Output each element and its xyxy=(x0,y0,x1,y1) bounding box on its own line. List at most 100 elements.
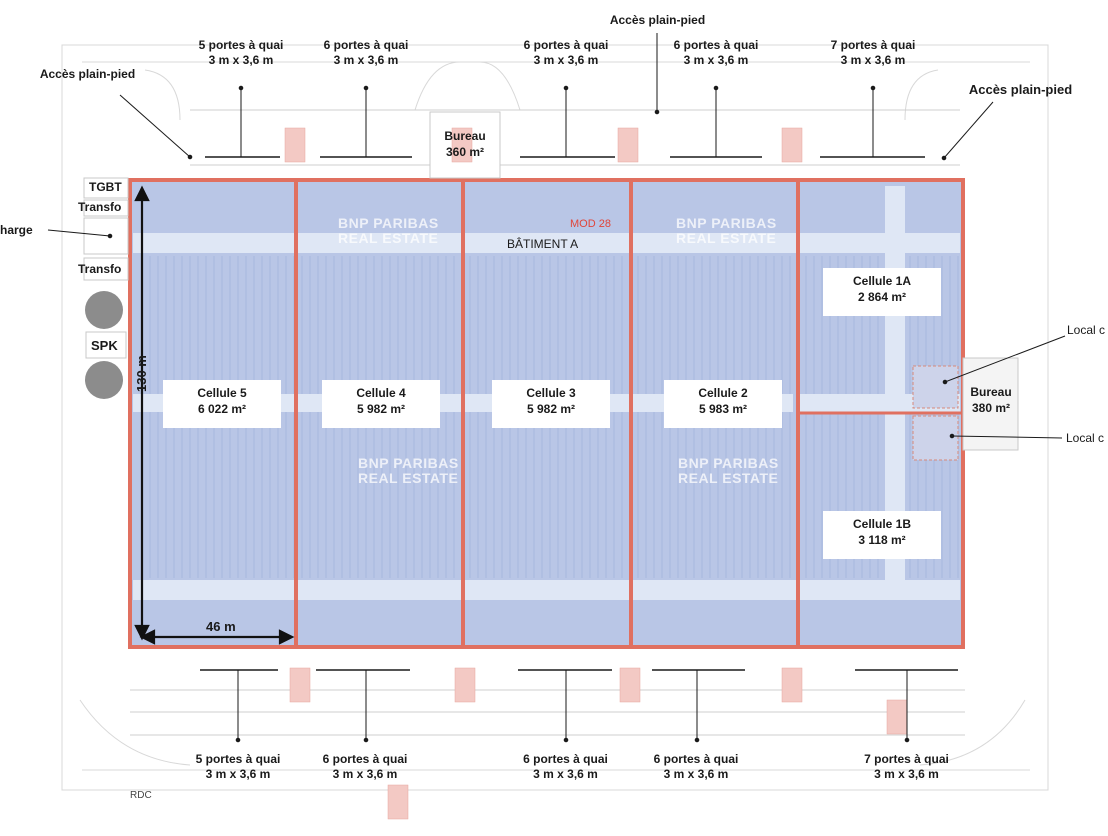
watermark-line-1: BNP PARIBAS xyxy=(676,215,777,231)
dimension-width: 46 m xyxy=(206,619,236,634)
dock-count: 6 portes à quai xyxy=(673,38,759,52)
mod-label: MOD 28 xyxy=(570,218,611,230)
building-name: BÂTIMENT A xyxy=(507,237,579,251)
technical-area xyxy=(83,177,129,359)
dock-label-bottom-5: 7 portes à quai 3 m x 3,6 m xyxy=(844,752,969,782)
dock-label-bottom-4: 6 portes à quai 3 m x 3,6 m xyxy=(636,752,756,782)
watermark-3: BNP PARIBAS REAL ESTATE xyxy=(358,456,459,486)
spk-label: SPK xyxy=(91,338,118,353)
dock-mark xyxy=(284,127,306,163)
dock-size: 3 m x 3,6 m xyxy=(205,767,271,781)
cell-area: 6 022 m² xyxy=(197,402,247,416)
dock-label-bottom-1: 5 portes à quai 3 m x 3,6 m xyxy=(178,752,298,782)
dock-label-top-3: 6 portes à quai 3 m x 3,6 m xyxy=(506,38,626,68)
local-room-1 xyxy=(912,365,959,409)
cell-3: Cellule 3 5 982 m² xyxy=(492,380,610,428)
cell-area: 5 982 m² xyxy=(526,402,576,416)
office-right: Bureau 380 m² xyxy=(964,384,1018,416)
tank-1 xyxy=(85,291,123,329)
cell-1a: Cellule 1A 2 864 m² xyxy=(823,268,941,316)
dock-mark xyxy=(454,667,476,703)
dock-mark xyxy=(617,127,639,163)
dock-count: 6 portes à quai xyxy=(523,752,608,766)
dock-mark xyxy=(387,784,409,820)
dock-mark xyxy=(289,667,311,703)
office-area: 360 m² xyxy=(445,145,485,159)
dock-mark xyxy=(781,127,803,163)
watermark-line-1: BNP PARIBAS xyxy=(358,455,459,471)
cell-4: Cellule 4 5 982 m² xyxy=(322,380,440,428)
dimension-height: 130 m xyxy=(134,355,149,392)
cell-area: 2 864 m² xyxy=(857,290,907,304)
cell-name: Cellule 2 xyxy=(698,386,748,400)
site-outline xyxy=(61,44,1049,791)
cross-aisles xyxy=(133,186,960,600)
dock-size: 3 m x 3,6 m xyxy=(533,53,599,67)
cell-area: 5 982 m² xyxy=(356,402,406,416)
transfo-label-1: Transfo xyxy=(78,200,122,214)
dock-size: 3 m x 3,6 m xyxy=(840,53,906,67)
tgbt-label: TGBT xyxy=(89,180,122,194)
transfo-label-2: Transfo xyxy=(78,262,122,276)
dock-size: 3 m x 3,6 m xyxy=(683,53,749,67)
dock-label-bottom-3: 6 portes à quai 3 m x 3,6 m xyxy=(503,752,628,782)
cell-area: 3 118 m² xyxy=(858,533,906,547)
leader-lines xyxy=(47,33,1066,743)
cell-5: Cellule 5 6 022 m² xyxy=(163,380,281,428)
dock-count: 5 portes à quai xyxy=(195,752,281,766)
dock-size: 3 m x 3,6 m xyxy=(663,767,729,781)
local-label-2: Local c xyxy=(1066,431,1105,445)
dock-size: 3 m x 3,6 m xyxy=(874,767,939,781)
cell-name: Cellule 3 xyxy=(526,386,576,400)
dock-count: 6 portes à quai xyxy=(523,38,609,52)
watermark-line-2: REAL ESTATE xyxy=(676,230,777,246)
cell-1b: Cellule 1B 3 118 m² xyxy=(823,511,941,559)
watermark-line-2: REAL ESTATE xyxy=(358,470,459,486)
local-label-1: Local c xyxy=(1067,323,1106,337)
dock-label-top-2: 6 portes à quai 3 m x 3,6 m xyxy=(306,38,426,68)
watermark-1: BNP PARIBAS REAL ESTATE xyxy=(338,216,439,246)
dock-size: 3 m x 3,6 m xyxy=(208,53,274,67)
watermark-4: BNP PARIBAS REAL ESTATE xyxy=(678,456,779,486)
cell-name: Cellule 1B xyxy=(852,517,912,531)
office-name: Bureau xyxy=(970,385,1012,399)
dock-count: 7 portes à quai xyxy=(864,752,949,766)
cell-name: Cellule 1A xyxy=(852,274,912,288)
dock-mark xyxy=(886,699,908,735)
cell-2: Cellule 2 5 983 m² xyxy=(664,380,782,428)
office-top: Bureau 360 m² xyxy=(432,128,498,160)
dock-size: 3 m x 3,6 m xyxy=(533,767,598,781)
watermark-line-1: BNP PARIBAS xyxy=(678,455,779,471)
apron-top xyxy=(130,109,965,736)
office-area: 380 m² xyxy=(971,401,1011,415)
access-left-label: Accès plain-pied xyxy=(39,67,136,81)
dock-count: 7 portes à quai xyxy=(830,38,916,52)
watermark-2: BNP PARIBAS REAL ESTATE xyxy=(676,216,777,246)
dock-count: 5 portes à quai xyxy=(198,38,284,52)
cell-area: 5 983 m² xyxy=(698,402,748,416)
dock-mark xyxy=(451,127,473,163)
cell-name: Cellule 4 xyxy=(356,386,406,400)
watermark-line-1: BNP PARIBAS xyxy=(338,215,439,231)
dock-mark xyxy=(619,667,641,703)
cell-name: Cellule 5 xyxy=(197,386,247,400)
dock-count: 6 portes à quai xyxy=(323,38,409,52)
dock-mark xyxy=(781,667,803,703)
charge-label: harge xyxy=(0,223,33,237)
dock-label-top-4: 6 portes à quai 3 m x 3,6 m xyxy=(656,38,776,68)
office-name: Bureau xyxy=(444,129,486,143)
dock-count: 6 portes à quai xyxy=(322,752,408,766)
dimension-arrows xyxy=(134,185,295,645)
building-walls xyxy=(128,178,965,649)
dock-label-top-1: 5 portes à quai 3 m x 3,6 m xyxy=(181,38,301,68)
access-right-label: Accès plain-pied xyxy=(968,82,1073,97)
watermark-line-2: REAL ESTATE xyxy=(678,470,779,486)
dock-count: 6 portes à quai xyxy=(653,752,739,766)
tank-2 xyxy=(85,361,123,399)
dock-label-top-5: 7 portes à quai 3 m x 3,6 m xyxy=(813,38,933,68)
dock-size: 3 m x 3,6 m xyxy=(333,53,399,67)
local-room-2 xyxy=(912,415,959,461)
access-top-label: Accès plain-pied xyxy=(609,13,706,27)
watermark-line-2: REAL ESTATE xyxy=(338,230,439,246)
